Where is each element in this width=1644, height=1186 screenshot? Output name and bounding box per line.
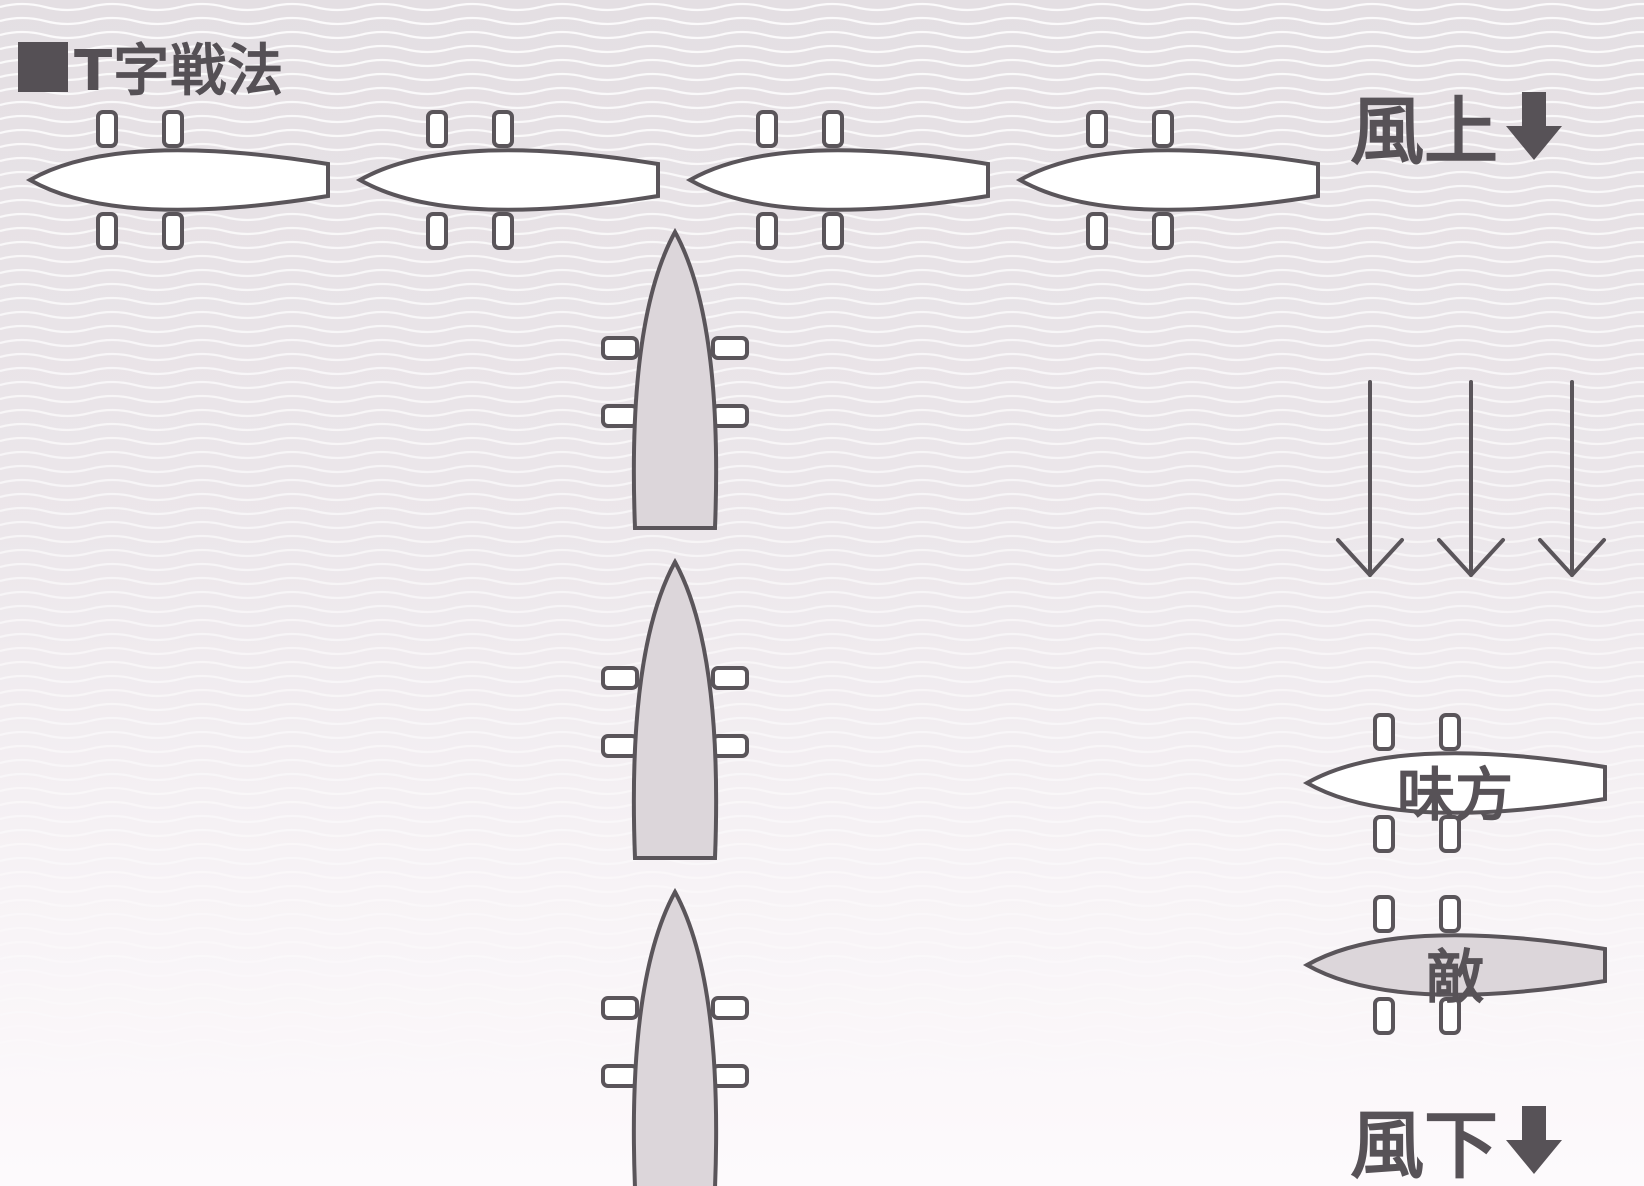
diagram-title: T字戦法 [18,26,284,107]
ally-ship-1 [28,110,330,250]
enemy-legend-label: 敵 [1425,943,1484,1011]
enemy-ship-3 [601,890,749,1186]
enemy-ship-2 [601,560,749,860]
ally-legend-label: 味方 [1396,761,1513,829]
ally-ship-2 [358,110,660,250]
ally-ship-3 [688,110,990,250]
wind-arrow-icon [1336,380,1404,577]
wind-arrows [1336,380,1606,577]
windward-label: 風上 [1350,72,1564,179]
leeward-text: 風下 [1350,1103,1498,1186]
square-bullet-icon [18,41,68,92]
down-arrow-icon [1506,91,1562,160]
leeward-label: 風下 [1350,1086,1564,1186]
down-arrow-icon [1506,1105,1562,1174]
windward-text: 風上 [1350,89,1498,175]
enemy-ship-1 [601,230,749,530]
wind-arrow-icon [1538,380,1606,577]
wind-arrow-icon [1437,380,1505,577]
ally-ship-4 [1018,110,1320,250]
title-text: T字戦法 [74,39,285,104]
